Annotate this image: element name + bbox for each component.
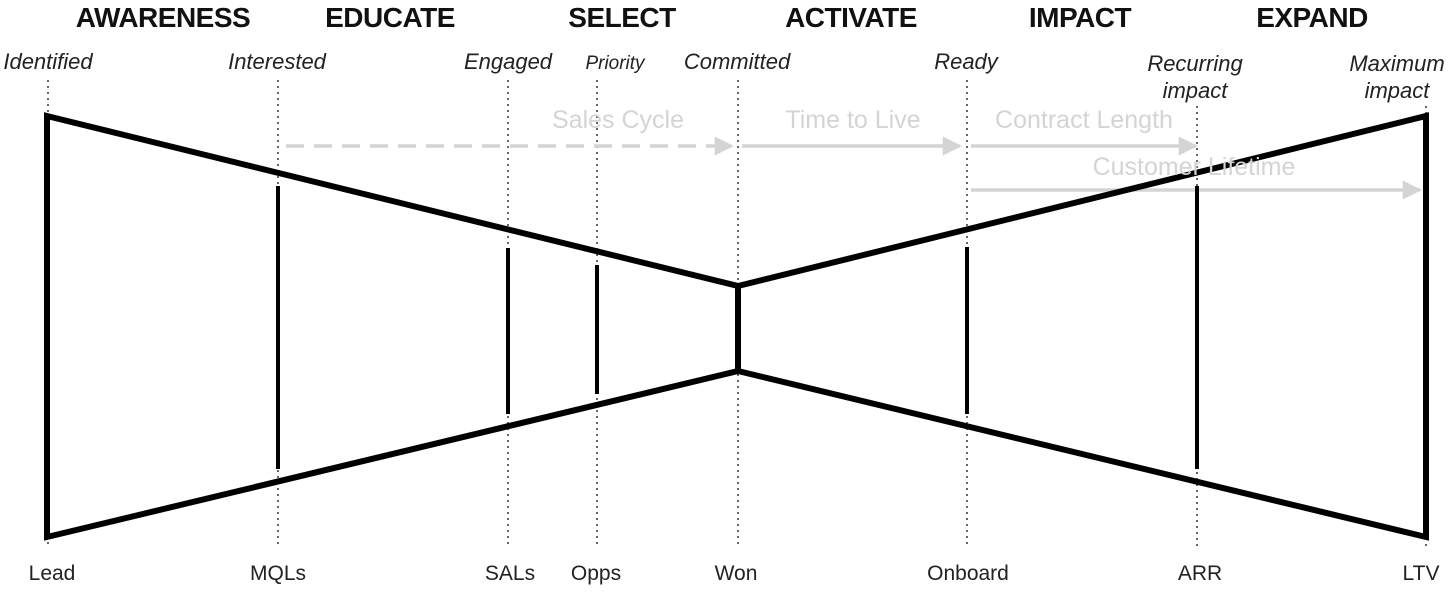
- stage-priority: Priority: [585, 53, 645, 74]
- bowtie-shape: [44, 112, 1429, 541]
- timeline-contract-length: Contract Length: [995, 106, 1173, 134]
- metric-lead: Lead: [28, 562, 76, 585]
- metric-opps: Opps: [570, 562, 622, 585]
- phase-select: SELECT: [568, 2, 676, 33]
- phase-awareness: AWARENESS: [75, 2, 251, 33]
- metric-won: Won: [714, 562, 758, 585]
- timeline-customer-lifetime: Customer Lifetime: [1092, 153, 1296, 181]
- metric-mqls: MQLs: [249, 562, 307, 585]
- metric-arr: ARR: [1177, 562, 1223, 585]
- stage-bars: [276, 186, 1199, 469]
- timeline-time-to-live: Time to Live: [785, 106, 921, 134]
- stage-engaged: Engaged: [463, 49, 553, 74]
- phase-impact: IMPACT: [1028, 2, 1132, 33]
- stage-identified: Identified: [3, 49, 93, 74]
- metric-onboard: Onboard: [927, 562, 1009, 585]
- phase-activate: ACTIVATE: [785, 2, 917, 33]
- stage-ready: Ready: [934, 49, 998, 74]
- metric-sals: SALs: [484, 562, 536, 585]
- metric-ltv: LTV: [1402, 562, 1440, 585]
- right-funnel: [737, 112, 1429, 541]
- timeline-sales-cycle: Sales Cycle: [552, 106, 684, 134]
- stage-interested: Interested: [228, 49, 326, 74]
- phase-expand: EXPAND: [1256, 2, 1368, 33]
- phase-educate: EDUCATE: [325, 2, 455, 33]
- left-funnel: [44, 112, 741, 541]
- stage-maximum-impact: Maximum impact: [1349, 51, 1445, 103]
- stage-recurring-impact: Recurring impact: [1147, 51, 1243, 103]
- stage-committed: Committed: [683, 49, 791, 74]
